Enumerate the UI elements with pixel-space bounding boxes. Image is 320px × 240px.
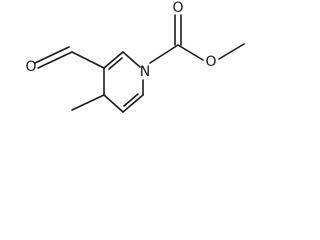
carbonyl-oxygen-label: O <box>172 0 183 16</box>
structure-canvas: O N O O <box>0 0 254 134</box>
aldehyde-oxygen-label: O <box>25 59 36 75</box>
bond-ester-o-methyl <box>218 43 245 60</box>
bond-c4-c5 <box>103 94 124 113</box>
bond-c5-c6-outer <box>122 94 144 113</box>
molecule-diagram: O N O O <box>25 0 245 113</box>
bond-n1-carbonyl <box>149 44 179 64</box>
bond-c2-c3-outer <box>103 51 124 69</box>
bond-c2-n1 <box>122 51 141 68</box>
bond-c4-methyl <box>71 94 105 111</box>
bond-c3-cho <box>71 51 105 69</box>
ester-oxygen-label: O <box>205 54 216 70</box>
bond-c5-c6-inner <box>123 93 139 107</box>
ring-nitrogen-label: N <box>140 64 150 80</box>
bond-c2-c3-inner <box>108 57 123 70</box>
bond-cho-o-2 <box>34 46 70 64</box>
bond-cho-o-1 <box>37 51 73 69</box>
bond-carbonyl-ester-o <box>177 44 204 61</box>
